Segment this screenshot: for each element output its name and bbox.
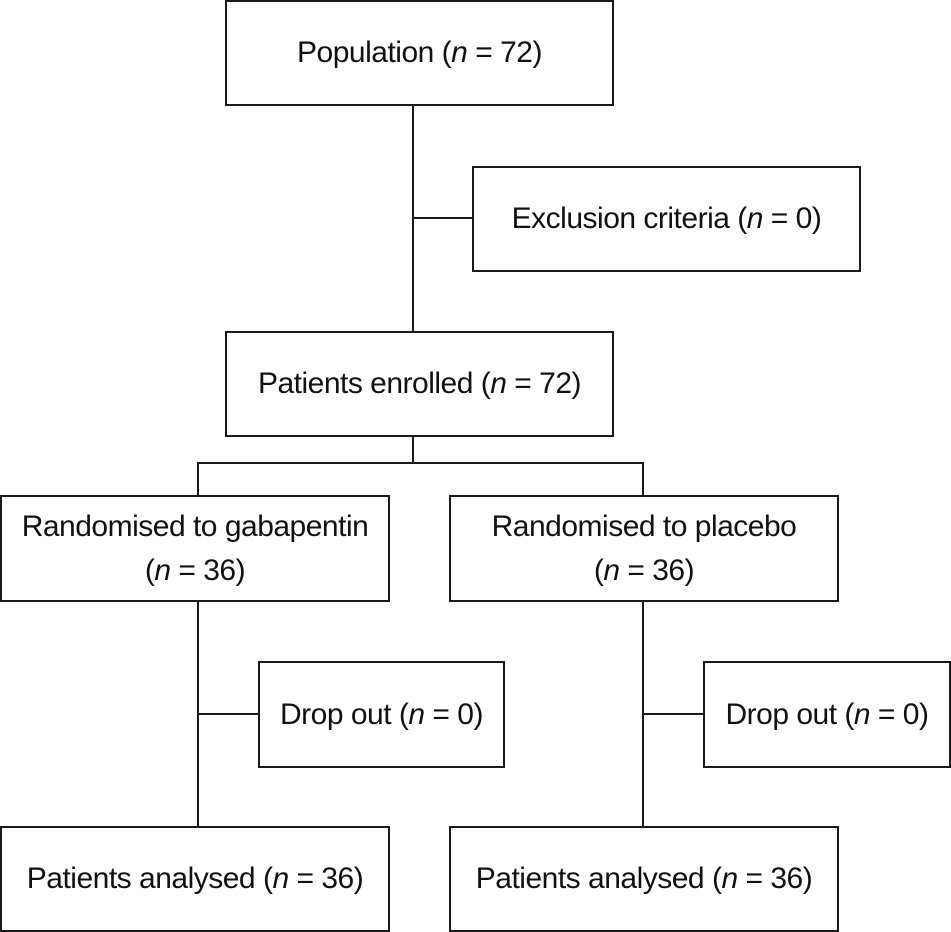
exclusion-criteria-box: Exclusion criteria (n = 0) bbox=[472, 166, 861, 272]
randomised-placebo-box: Randomised to placebo (n = 36) bbox=[449, 495, 839, 602]
analysed-placebo-text: Patients analysed (n = 36) bbox=[475, 862, 813, 896]
randomised-gabapentin-label: Randomised to gabapentin bbox=[21, 510, 369, 543]
analysed-placebo-box: Patients analysed (n = 36) bbox=[449, 826, 839, 932]
connector-to-exclusion bbox=[413, 217, 473, 219]
connector-enrolled-down bbox=[412, 435, 414, 463]
connector-split-to-gabapentin bbox=[197, 462, 199, 496]
population-box: Population (n = 72) bbox=[225, 0, 614, 106]
dropout-gabapentin-box: Drop out (n = 0) bbox=[258, 661, 505, 768]
dropout-placebo-box: Drop out (n = 0) bbox=[703, 661, 951, 768]
connector-to-dropout-placebo bbox=[643, 713, 705, 715]
dropout-placebo-text: Drop out (n = 0) bbox=[725, 697, 929, 731]
analysed-gabapentin-box: Patients analysed (n = 36) bbox=[0, 826, 390, 932]
patients-enrolled-box: Patients enrolled (n = 72) bbox=[225, 331, 614, 437]
randomised-placebo-count: (n = 36) bbox=[593, 553, 695, 587]
exclusion-criteria-text: Exclusion criteria (n = 0) bbox=[511, 202, 822, 236]
connector-split-to-placebo bbox=[642, 462, 644, 496]
analysed-gabapentin-text: Patients analysed (n = 36) bbox=[26, 862, 364, 896]
connector-to-dropout-gabapentin bbox=[198, 713, 260, 715]
patients-enrolled-text: Patients enrolled (n = 72) bbox=[257, 367, 582, 401]
connector-split bbox=[197, 462, 644, 464]
randomised-gabapentin-box: Randomised to gabapentin (n = 36) bbox=[0, 495, 390, 602]
population-text: Population (n = 72) bbox=[297, 36, 542, 70]
dropout-gabapentin-text: Drop out (n = 0) bbox=[280, 697, 483, 731]
randomised-gabapentin-count: (n = 36) bbox=[144, 553, 246, 587]
randomised-placebo-label: Randomised to placebo bbox=[491, 510, 797, 543]
